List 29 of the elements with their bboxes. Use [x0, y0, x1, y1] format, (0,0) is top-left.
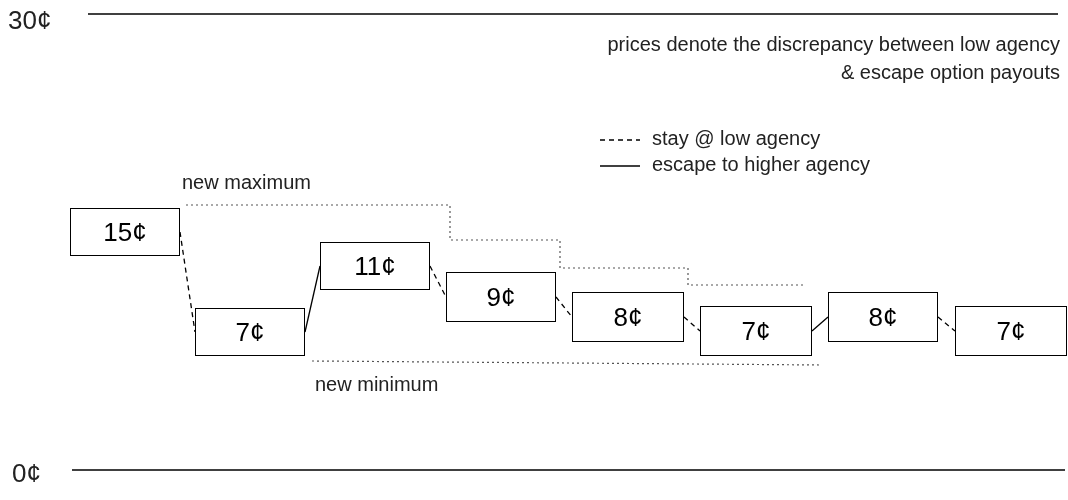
legend-text: stay @ low agency — [652, 127, 821, 150]
price-box — [320, 242, 430, 290]
price-box — [955, 306, 1067, 356]
price-box — [828, 292, 938, 342]
price-value: 11¢ — [354, 250, 396, 282]
price-value: 7¢ — [741, 315, 771, 347]
connector-line — [555, 296, 573, 318]
price-value: 7¢ — [996, 315, 1026, 347]
price-value: 8¢ — [613, 301, 643, 333]
axis-label: 30¢ — [8, 4, 52, 37]
price-box — [70, 208, 180, 256]
legend-text: escape to higher agency — [652, 153, 870, 176]
connector-line — [429, 265, 447, 298]
price-box — [700, 306, 812, 356]
note-text: prices denote the discrepancy between low agency & escape option payouts — [606, 32, 1060, 85]
price-value: 9¢ — [486, 281, 516, 313]
connector-line — [811, 316, 829, 332]
connector-line — [937, 316, 956, 332]
price-box — [572, 292, 684, 342]
connector-line — [304, 265, 321, 333]
annotation-text: new minimum — [315, 372, 439, 397]
price-value: 7¢ — [235, 316, 265, 348]
axis-label: 0¢ — [12, 457, 41, 490]
connector-line — [683, 316, 701, 332]
price-box — [446, 272, 556, 322]
price-value: 8¢ — [868, 301, 898, 333]
price-box — [195, 308, 305, 356]
annotation-text: new maximum — [182, 170, 311, 195]
price-value: 15¢ — [103, 216, 147, 248]
